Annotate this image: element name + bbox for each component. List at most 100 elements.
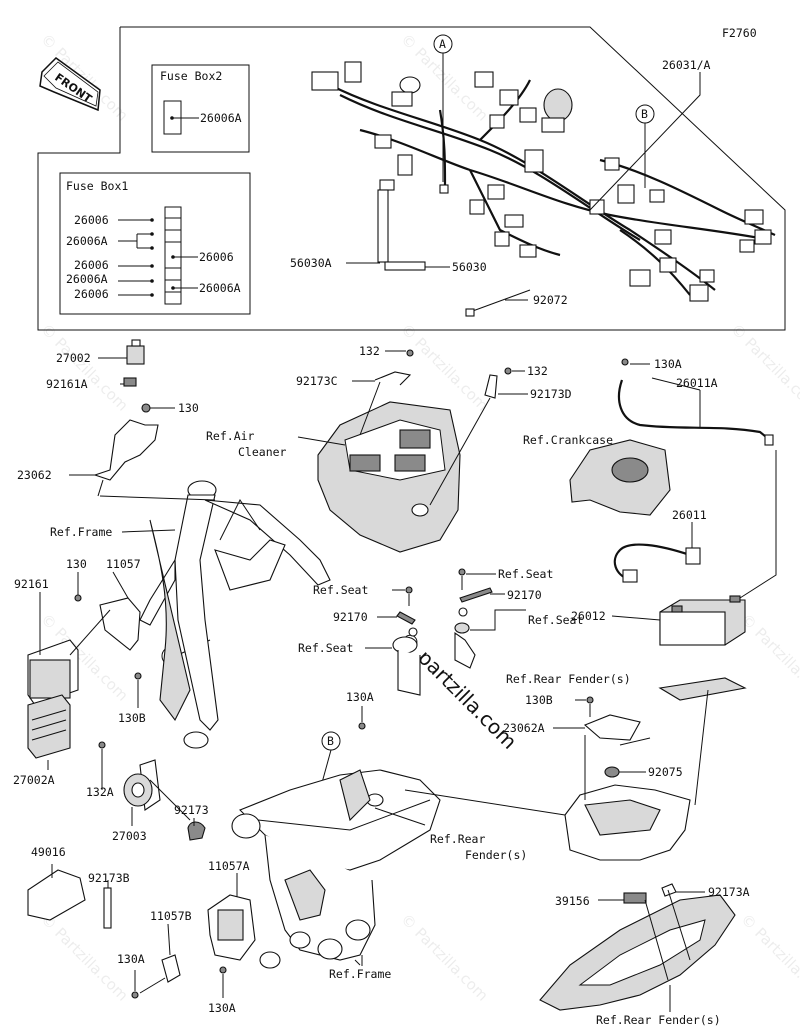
label-ref-rear-fender-2a: Ref.Rear	[430, 832, 485, 846]
label-ref-crankcase: Ref.Crankcase	[523, 433, 613, 447]
horn-27003	[98, 741, 191, 826]
battery-case	[564, 689, 709, 861]
label-92170-1: 92170	[333, 610, 368, 624]
bolt-130a-3	[131, 970, 166, 999]
watermark: © Partzilla.com	[397, 320, 492, 415]
label-ref-frame-2: Ref.Frame	[329, 967, 391, 981]
label-56030a: 56030A	[290, 256, 332, 270]
battery-cable-26011	[613, 522, 701, 583]
bolt-130a-4	[219, 966, 227, 998]
label-39156: 39156	[555, 894, 590, 908]
bolt-130a-2	[358, 706, 366, 730]
label-ref-seat-4: Ref.Seat	[528, 613, 583, 627]
label-92170-2: 92170	[507, 588, 542, 602]
rear-fender-lower	[539, 883, 736, 1012]
label-130b-1: 130B	[118, 711, 146, 725]
harness-frame	[37, 26, 786, 331]
label-ref-air-2: Cleaner	[238, 445, 287, 459]
fuse-box-1-title: Fuse Box1	[66, 179, 128, 193]
label-ref-frame-1: Ref.Frame	[50, 525, 112, 539]
crankcase	[569, 439, 671, 516]
watermark: © Partzilla.com	[737, 610, 800, 705]
label-56030: 56030	[452, 260, 487, 274]
fuse-box-1-left-1: 26006	[74, 213, 109, 227]
label-92173c: 92173C	[296, 374, 338, 388]
label-ref-rear-fender-3: Ref.Rear Fender(s)	[596, 1013, 721, 1027]
label-27003: 27003	[112, 829, 147, 843]
label-130b-2: 130B	[525, 693, 553, 707]
label-ref-seat-1: Ref.Seat	[313, 583, 368, 597]
label-132a: 132A	[86, 785, 114, 799]
ecu-bracket-11057	[74, 571, 141, 651]
frame-rear	[231, 769, 441, 969]
clip-92173	[187, 818, 206, 841]
label-92161: 92161	[14, 577, 49, 591]
label-130a-4: 130A	[208, 1001, 236, 1015]
label-92072: 92072	[533, 293, 568, 307]
air-cleaner	[297, 349, 528, 553]
fuse-box-2-title: Fuse Box2	[160, 69, 222, 83]
label-130-2: 130	[66, 557, 87, 571]
cover-49016	[27, 864, 86, 921]
label-23062a: 23062A	[503, 721, 545, 735]
svg-text:A: A	[439, 37, 446, 51]
label-132-1: 132	[359, 344, 380, 358]
label-130-1: 130	[178, 401, 199, 415]
holder-92161a	[120, 377, 137, 387]
bracket-11057b	[161, 923, 181, 983]
seat-bolt-left	[392, 586, 413, 606]
figure-code: F2760	[722, 26, 757, 40]
label-130a-1: 130A	[654, 357, 682, 371]
seat-hook-right	[454, 609, 526, 669]
fuse-box-2-part: 26006A	[200, 111, 242, 125]
watermark: © Partzilla.com	[37, 320, 132, 415]
svg-text:B: B	[327, 734, 334, 748]
watermark: © Partzilla.com	[397, 910, 492, 1005]
label-92173a: 92173A	[708, 885, 750, 899]
callout-b-top: B	[635, 104, 655, 188]
bracket-11057a	[207, 873, 256, 961]
label-26011: 26011	[672, 508, 707, 522]
label-26031a: 26031/A	[662, 58, 711, 72]
label-27002: 27002	[56, 351, 91, 365]
fuse-box-1-right-1: 26006	[199, 250, 234, 264]
rubber-92075	[604, 766, 646, 778]
label-ref-rear-fender-2b: Fender(s)	[465, 848, 527, 862]
seat-hook-left	[365, 636, 421, 696]
seat-rubber-92170-2	[458, 587, 505, 617]
watermark: © Partzilla.com	[727, 320, 800, 415]
battery-cable-26011a	[617, 358, 774, 446]
battery-pad	[658, 677, 747, 701]
fuse-box-1-left-5: 26006	[74, 287, 109, 301]
seat-rubber-92170-1	[377, 611, 418, 637]
seat-bolt-right	[458, 568, 496, 590]
main-harness	[311, 61, 776, 317]
label-132-2: 132	[527, 364, 548, 378]
label-130a-3: 130A	[117, 952, 145, 966]
label-26011a: 26011A	[676, 376, 718, 390]
fuse-box-1-left-2: 26006A	[66, 234, 108, 248]
bolt-130b-1	[134, 672, 142, 708]
fuse-box-1: Fuse Box1 26006 26006A 26006 26006A 2600…	[59, 172, 251, 315]
label-23062: 23062	[17, 468, 52, 482]
fuse-box-1-left-4: 26006A	[66, 272, 108, 286]
fuse-box-2: Fuse Box2 26006A	[151, 64, 250, 153]
label-49016: 49016	[31, 845, 66, 859]
bolt-130b-2	[575, 696, 594, 717]
ecu-92161	[27, 592, 111, 706]
fuse-box-1-left-3: 26006	[74, 258, 109, 272]
label-27002a: 27002A	[13, 773, 55, 787]
battery-26012	[611, 450, 777, 646]
fuse-box-1-right-2: 26006A	[199, 281, 241, 295]
label-11057a: 11057A	[208, 859, 250, 873]
callout-a-top: A	[433, 34, 453, 182]
label-92173: 92173	[174, 803, 209, 817]
label-92173d: 92173D	[530, 387, 572, 401]
label-130a-2: 130A	[346, 690, 374, 704]
band-92173b	[103, 880, 112, 929]
watermark: © Partzilla.com	[737, 910, 800, 1005]
svg-text:B: B	[641, 107, 648, 121]
label-92173b: 92173B	[88, 871, 130, 885]
label-ref-air-1: Ref.Air	[206, 429, 255, 443]
